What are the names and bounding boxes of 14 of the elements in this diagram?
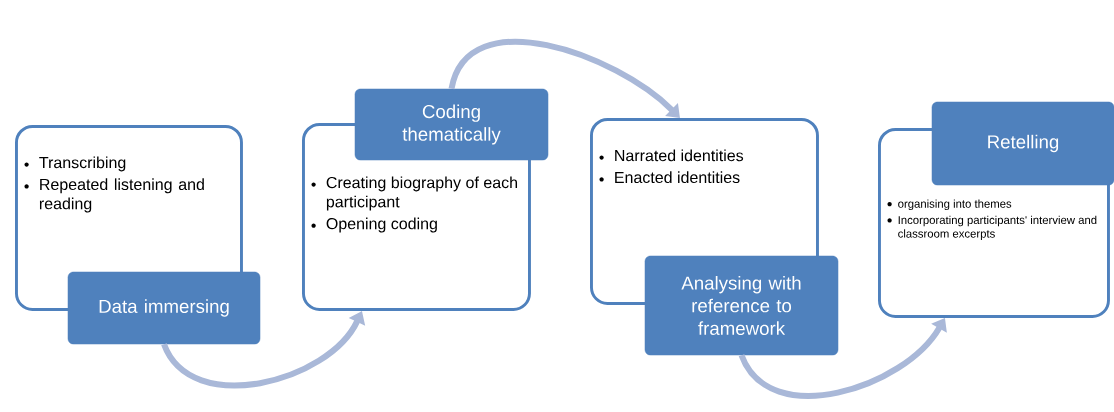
curved-arrow	[448, 39, 680, 118]
list-item: Opening coding	[326, 217, 437, 233]
step-label-box: Coding thematically	[354, 88, 549, 161]
list-item: Enacted identities	[615, 171, 740, 184]
curved-arrow	[738, 318, 947, 399]
list-item: Transcribing	[39, 156, 126, 172]
list-item: Narrated identities	[615, 149, 744, 162]
step-label-box: Retelling	[931, 101, 1114, 186]
list-item: Repeated listening and reading	[39, 178, 204, 213]
list-item: organising into themes	[898, 199, 1012, 211]
list-item: Creating biography of each participant	[326, 176, 517, 211]
list-item: Incorporating participants' interview and classroom excerpts	[898, 215, 1097, 240]
step-label-box: Analysing with reference to framework	[644, 255, 839, 356]
step-label-box: Data immersing	[67, 271, 261, 345]
